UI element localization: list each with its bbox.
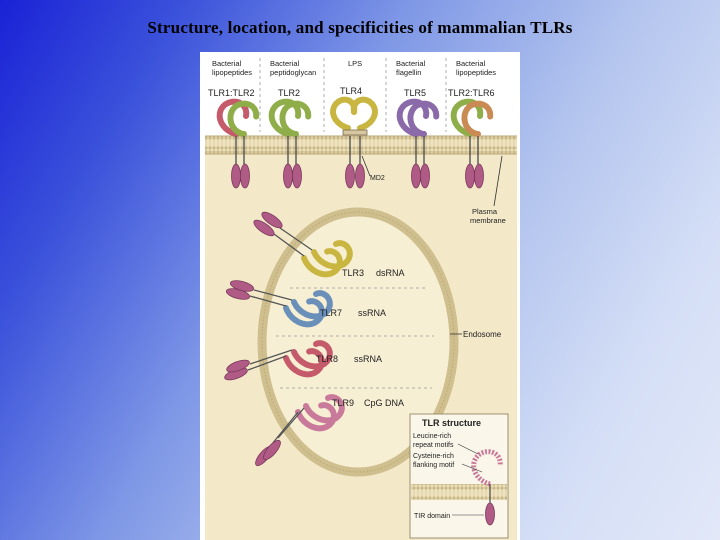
ligand-label: LPS [348,59,362,68]
plasma-membrane [205,136,517,154]
endosomal-tir-domains [224,211,283,467]
md2-label: MD2 [370,175,385,182]
ligand-label: Bacterial [456,59,486,68]
endosomal-receptor-name: TLR7 [320,308,342,318]
tlr-figure: Bacterial lipopeptides Bacterial peptido… [200,52,520,540]
tlr-structure-box: TLR structure Leucine-rich repeat motifs… [409,413,509,539]
plasma-membrane-label-line1: Plasma [472,207,498,216]
ligand-label: peptidoglycan [270,68,316,77]
endosomal-receptor-ligand: ssRNA [354,354,382,364]
endosomal-receptor-ligand: CpG DNA [364,398,404,408]
receptor-label: TLR5 [404,88,426,98]
ligand-label: lipopeptides [212,68,252,77]
surface-tir-domains [231,163,484,189]
ligand-labels: Bacterial lipopeptides Bacterial peptido… [212,59,496,77]
leucine-label-line1: Leucine-rich [413,433,451,440]
cysteine-label-line2: flanking motif [413,462,454,469]
column-separators [259,58,447,132]
endosomal-receptors [283,240,353,432]
leucine-label-line2: repeat motifs [413,442,454,449]
structure-box-title: TLR structure [422,418,481,428]
cysteine-label-line1: Cysteine-rich [413,453,454,460]
slide-title: Structure, location, and specificities o… [147,18,573,37]
endosome-label: Endosome [463,330,502,339]
plasma-membrane-label-line2: membrane [470,216,506,225]
surface-receptor-labels: TLR1:TLR2 TLR2 TLR4 TLR5 TLR2:TLR6 [208,86,495,98]
endosomal-receptor-name: TLR3 [342,268,364,278]
ligand-label: lipopeptides [456,68,496,77]
ligand-label: Bacterial [270,59,300,68]
md2-protein [342,129,368,136]
receptor-label: TLR2:TLR6 [448,88,495,98]
receptor-label: TLR1:TLR2 [208,88,255,98]
endosomal-receptor-ligand: ssRNA [358,308,386,318]
endosomal-receptor-name: TLR8 [316,354,338,364]
ligand-label: Bacterial [212,59,242,68]
tir-domain-label: TIR domain [414,513,450,520]
tlr-diagram: Bacterial lipopeptides Bacterial peptido… [205,58,517,540]
surface-stalks [235,136,479,164]
ligand-label: Bacterial [396,59,426,68]
endosomal-receptor-name: TLR9 [332,398,354,408]
endosomal-labels: TLR3 dsRNA TLR7 ssRNA TLR8 ssRNA TLR9 Cp… [316,268,405,408]
receptor-label: TLR4 [340,86,362,96]
ligand-label: flagellin [396,68,421,77]
endosomal-receptor-ligand: dsRNA [376,268,405,278]
receptor-label: TLR2 [278,88,300,98]
surface-receptors [216,96,494,137]
